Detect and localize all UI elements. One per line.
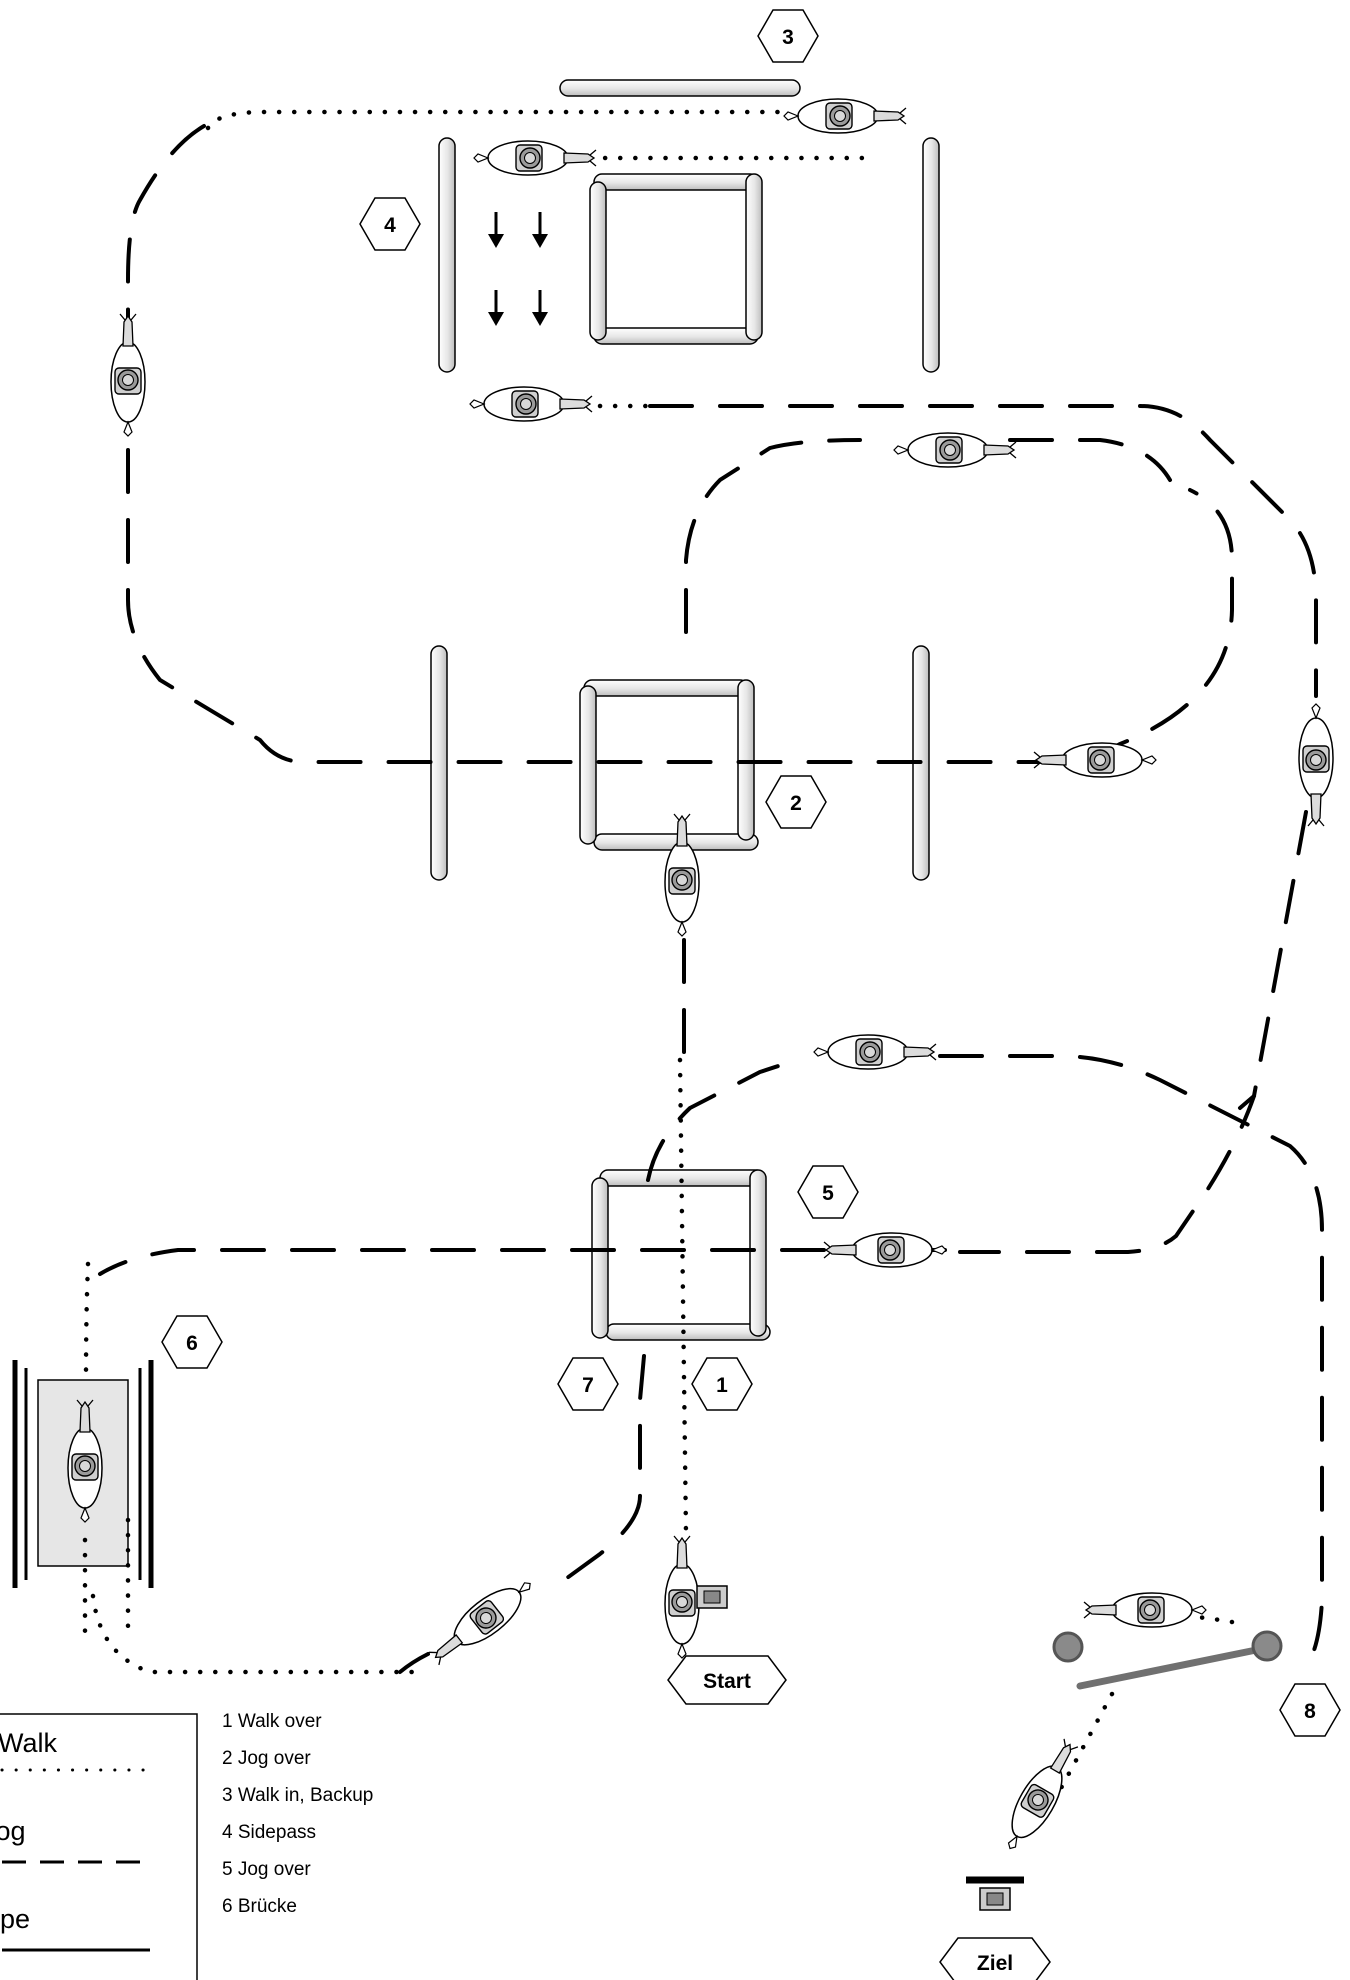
obstacle-8-gate (1052, 1630, 1283, 1690)
legend: Walk Jog Lope (0, 1713, 198, 1980)
marker-7: 7 (557, 1357, 619, 1411)
svg-text:4: 4 (384, 214, 396, 237)
svg-text:6 Brücke: 6 Brücke (222, 1896, 297, 1917)
marker-6: 6 (161, 1315, 223, 1369)
marker-1: 1 (691, 1357, 753, 1411)
horse-rider-2-right (1033, 742, 1157, 778)
walk-path (82, 109, 1235, 1793)
svg-text:7: 7 (582, 1374, 594, 1397)
svg-text:8: 8 (1304, 1700, 1316, 1723)
legend-jog-label: Jog (0, 1816, 26, 1846)
legend-lope-label: Lope (0, 1904, 30, 1934)
svg-text:2 Jog over: 2 Jog over (222, 1748, 311, 1769)
svg-text:1: 1 (716, 1374, 728, 1397)
svg-text:3 Walk in, Backup: 3 Walk in, Backup (222, 1785, 373, 1806)
obstacle-list: 1 Walk over 2 Jog over 3 Walk in, Backup… (222, 1711, 373, 1917)
start-tag: Start (667, 1655, 787, 1705)
horse-rider-sidepass-1 (469, 386, 593, 422)
horse-rider-start (664, 1535, 700, 1659)
marker-3: 3 (757, 9, 819, 63)
marker-4: 4 (359, 197, 421, 251)
horse-rider-top-1 (783, 98, 907, 134)
finish-mailbox-icon (966, 1876, 1024, 1911)
horse-rider-finish (994, 1733, 1087, 1858)
jog-path (98, 124, 1324, 1674)
horse-rider-5-top (813, 1034, 937, 1070)
svg-text:Start: Start (703, 1670, 751, 1693)
horse-rider-left (110, 313, 146, 437)
svg-text:5 Jog over: 5 Jog over (222, 1859, 311, 1880)
svg-text:5: 5 (822, 1182, 834, 1205)
horse-rider-5-right (823, 1232, 947, 1268)
marker-5: 5 (797, 1165, 859, 1219)
horse-rider-loop-1 (893, 432, 1017, 468)
svg-text:Ziel: Ziel (977, 1952, 1013, 1975)
svg-text:4 Sidepass: 4 Sidepass (222, 1822, 316, 1843)
marker-2: 2 (765, 775, 827, 829)
horse-rider-gate (1083, 1592, 1207, 1628)
marker-8: 8 (1279, 1683, 1341, 1737)
sidepass-arrows (486, 210, 550, 328)
obstacle-3-pole (559, 79, 801, 97)
horse-rider-2-center (664, 813, 700, 937)
svg-text:6: 6 (186, 1332, 198, 1355)
finish-tag: Ziel (939, 1937, 1051, 1980)
horse-rider-right-edge (1298, 703, 1334, 827)
obstacle-4-poles (438, 137, 940, 373)
svg-text:2: 2 (790, 792, 802, 815)
obstacle-5-poles (591, 1169, 771, 1341)
horse-rider-top-2 (473, 140, 597, 176)
svg-text:3: 3 (782, 26, 794, 49)
horse-rider-lower-left (422, 1569, 542, 1673)
svg-text:1 Walk over: 1 Walk over (222, 1711, 322, 1732)
legend-walk-label: Walk (0, 1728, 57, 1758)
start-mailbox-icon (696, 1585, 728, 1609)
